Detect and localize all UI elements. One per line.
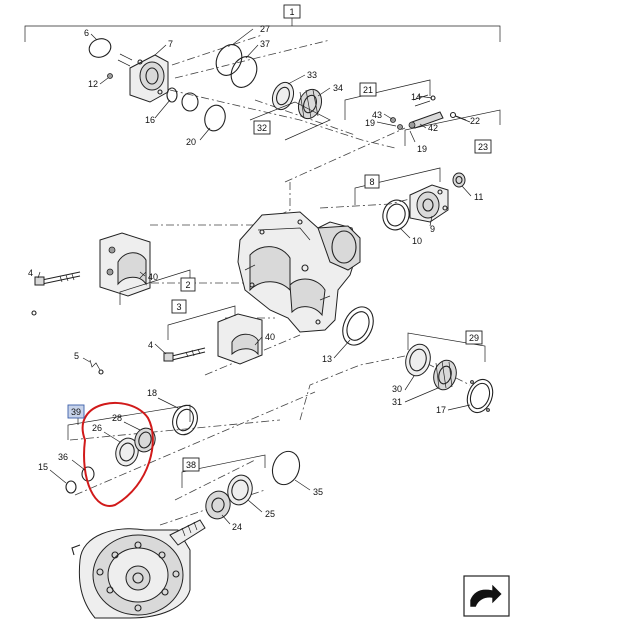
- bearing-24[interactable]: [203, 488, 233, 521]
- assembly-bracket-1: 1: [24, 4, 501, 42]
- pinion-flange-group: [354, 167, 466, 233]
- callout-38: 38: [186, 460, 196, 470]
- callout-34: 34: [333, 83, 343, 93]
- seal-19b[interactable]: [397, 124, 403, 130]
- callout-box-39[interactable]: [67, 404, 85, 419]
- callout-box-21[interactable]: [359, 82, 377, 97]
- callout-box-32[interactable]: [253, 120, 271, 135]
- callout-27: 27: [260, 24, 270, 34]
- shim-15[interactable]: [65, 480, 77, 494]
- ring-37[interactable]: [226, 52, 261, 91]
- seal-group-38: [181, 448, 304, 521]
- highlight-circle: [81, 402, 154, 507]
- callout-box-38[interactable]: [182, 457, 200, 472]
- seal-10[interactable]: [380, 197, 413, 233]
- callout-7: 7: [168, 39, 173, 49]
- bearing-cup-30[interactable]: [402, 341, 433, 378]
- callout-37: 37: [260, 39, 270, 49]
- callout-12: 12: [88, 79, 98, 89]
- callout-1: 1: [289, 7, 294, 17]
- callout-15: 15: [38, 462, 48, 472]
- callout-box-23[interactable]: [474, 139, 492, 154]
- callout-33: 33: [307, 70, 317, 80]
- callout-32: 32: [257, 123, 267, 133]
- bearing-cone-34[interactable]: [295, 86, 326, 122]
- cover-group: [87, 36, 228, 133]
- callout-35: 35: [313, 487, 323, 497]
- seal-18[interactable]: [169, 402, 202, 438]
- right-seal-bearing-group: [337, 302, 497, 416]
- callout-16: 16: [145, 115, 155, 125]
- breather-group: [344, 79, 501, 146]
- callout-36: 36: [58, 452, 68, 462]
- callout-25: 25: [265, 509, 275, 519]
- callout-31: 31: [392, 397, 402, 407]
- fitting-12[interactable]: [107, 73, 113, 79]
- callout-43: 43: [372, 110, 382, 120]
- callout-19a: 19: [365, 118, 375, 128]
- callout-10: 10: [412, 236, 422, 246]
- bolt-4-lower[interactable]: [163, 352, 174, 362]
- snap-ring-20[interactable]: [202, 103, 228, 133]
- callout-13: 13: [322, 354, 332, 364]
- callout-29: 29: [469, 333, 479, 343]
- bearing-cup-33[interactable]: [269, 79, 297, 112]
- cover-boss: [139, 61, 165, 91]
- callout-18: 18: [147, 388, 157, 398]
- callout-8: 8: [369, 177, 374, 187]
- callout-40a: 40: [148, 272, 158, 282]
- callout-22: 22: [470, 116, 480, 126]
- callout-box-2[interactable]: [180, 277, 196, 292]
- shim-16[interactable]: [166, 87, 178, 103]
- callout-19b: 19: [417, 144, 427, 154]
- callout-42: 42: [428, 123, 438, 133]
- washer[interactable]: [181, 92, 199, 112]
- ring-17[interactable]: [463, 376, 497, 416]
- bearing-cap-group-lower: [89, 305, 263, 375]
- bolt-4-upper[interactable]: [34, 276, 45, 286]
- callout-4b: 4: [148, 340, 153, 350]
- ring-27[interactable]: [211, 40, 246, 79]
- callout-box-1[interactable]: [283, 4, 301, 19]
- axle-housing: [237, 211, 361, 333]
- callout-labels: 6 7 12 16 20 27 37 33 34 32 21 14 43 19 …: [28, 24, 492, 532]
- callout-box-8[interactable]: [364, 174, 380, 189]
- leader-lines: [37, 28, 472, 525]
- callout-4a: 4: [28, 268, 33, 278]
- fitting-22[interactable]: [449, 111, 457, 119]
- callout-6: 6: [84, 28, 89, 38]
- callout-9: 9: [430, 224, 435, 234]
- callout-30: 30: [392, 384, 402, 394]
- callout-14: 14: [411, 92, 421, 102]
- seal-13[interactable]: [337, 302, 379, 350]
- pin-5[interactable]: [98, 369, 104, 375]
- callout-23: 23: [478, 142, 488, 152]
- pinion-shaft[interactable]: [169, 519, 206, 546]
- callout-3: 3: [176, 302, 181, 312]
- callout-24: 24: [232, 522, 242, 532]
- upper-bearing-group: [211, 40, 331, 141]
- callout-box-3[interactable]: [171, 299, 187, 314]
- callout-box-29[interactable]: [465, 330, 483, 345]
- next-page-arrow-icon[interactable]: [463, 575, 510, 617]
- callout-2: 2: [185, 280, 190, 290]
- nut-11[interactable]: [452, 172, 466, 188]
- callout-21: 21: [363, 85, 373, 95]
- differential-assembly: [71, 519, 206, 619]
- o-ring-6[interactable]: [87, 36, 114, 60]
- callout-5: 5: [74, 351, 79, 361]
- callout-20: 20: [186, 137, 196, 147]
- o-ring-35[interactable]: [268, 448, 304, 489]
- callout-11: 11: [474, 192, 483, 202]
- callout-40b: 40: [265, 332, 275, 342]
- bearing-group-39: [65, 402, 202, 507]
- callout-28: 28: [112, 413, 122, 423]
- bearing-cap-group-upper: [31, 232, 191, 316]
- callout-39: 39: [71, 407, 81, 417]
- bearing-cone-31[interactable]: [430, 358, 459, 393]
- callout-26: 26: [92, 423, 102, 433]
- callout-17: 17: [436, 405, 446, 415]
